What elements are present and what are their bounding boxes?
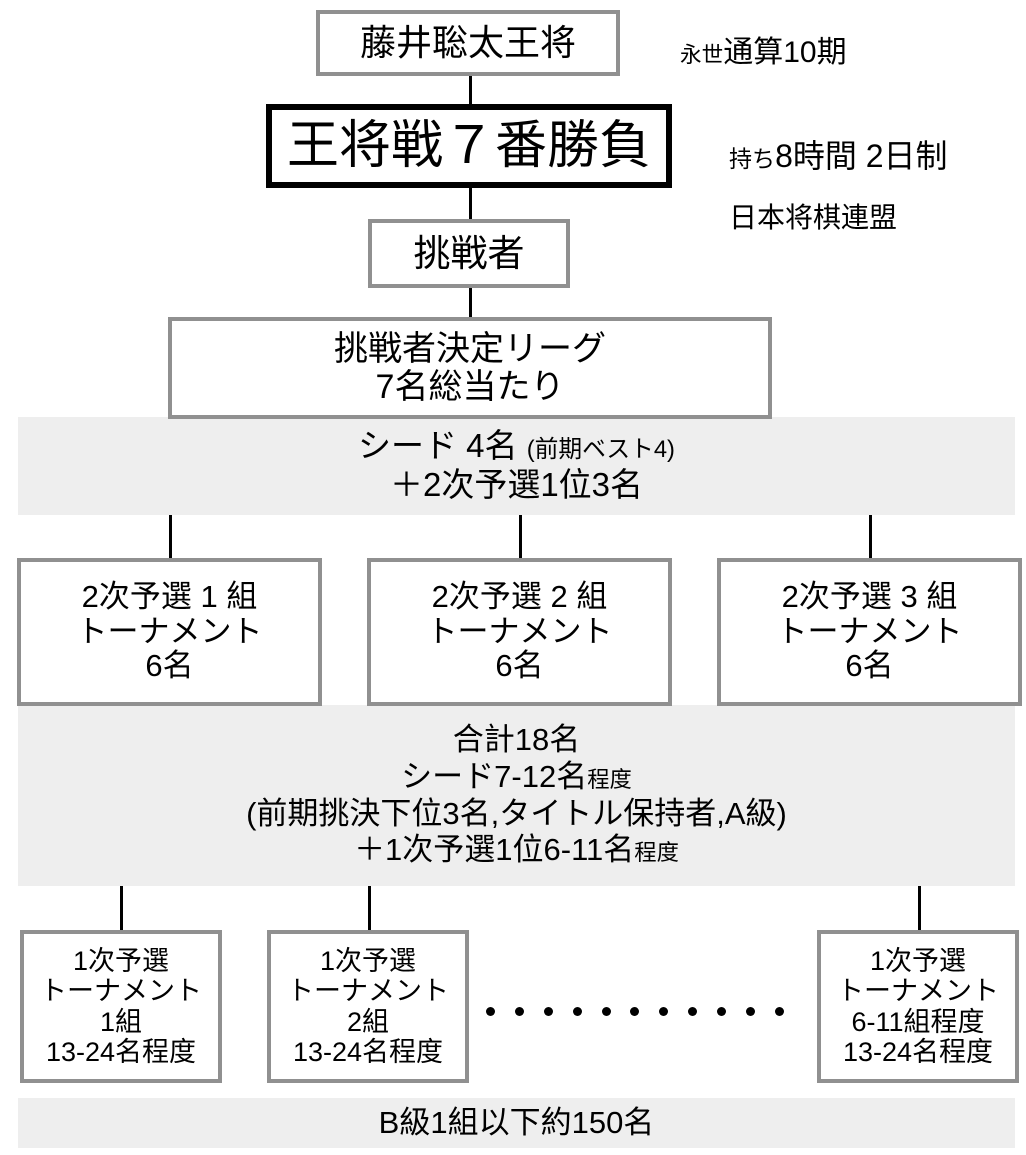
first-prelim-3-line-2: トーナメント [837,976,999,1007]
total-band-line-2-note: 程度 [587,766,632,792]
second-prelim-1-line-1: 2次予選 1 組 [81,578,258,614]
seed-band-line-1: シード 4名 (前期ベスト4) [358,427,675,466]
title-holder-box: 藤井聡太王将 [316,10,620,76]
time-control-prefix: 持ち [729,146,776,172]
league-line-2: 7名総当たり [375,368,565,406]
organizer-note: 日本将棋連盟 [729,196,897,236]
first-prelim-3-line-3: 6-11組程度 [851,1006,985,1037]
connector-total-to-prelim1-1 [120,886,123,931]
league-line-1: 挑戦者決定リーグ [334,329,606,368]
eternal-title-value: 通算10期 [723,36,847,69]
second-prelim-3-line-1: 2次予選 3 組 [781,578,958,614]
bottom-band: B級1組以下約150名 [18,1098,1015,1148]
challenger-label: 挑戦者 [413,232,525,274]
total-band-line-4-main: ＋1次予選1位6-11名 [354,832,635,868]
first-prelim-box-2: 1次予選 トーナメント 2組 13-24名程度 [267,930,469,1083]
seed-band-line-2: ＋2次予選1位3名 [389,466,644,503]
challenger-box: 挑戦者 [368,219,570,288]
ellipsis-dot [514,1006,524,1016]
second-prelim-3-line-3: 6名 [845,648,894,684]
second-prelim-box-3: 2次予選 3 組 トーナメント 6名 [717,558,1022,706]
second-prelim-box-1: 2次予選 1 組 トーナメント 6名 [17,558,322,706]
challenger-league-box: 挑戦者決定リーグ 7名総当たり [168,317,772,419]
ellipsis-dot [630,1006,640,1016]
first-prelim-2-line-1: 1次予選 [319,946,417,977]
first-prelim-2-line-3: 2組 [346,1006,390,1037]
first-prelim-box-1: 1次予選 トーナメント 1組 13-24名程度 [20,930,222,1083]
seed-band: シード 4名 (前期ベスト4) ＋2次予選1位3名 [18,417,1015,515]
ellipsis-dot [688,1006,698,1016]
total-band-line-4: ＋1次予選1位6-11名程度 [354,832,679,869]
ellipsis-dot [486,1006,495,1016]
ellipsis-dot [774,1006,784,1016]
ellipsis-dot [601,1006,611,1016]
ellipsis-dot [572,1006,582,1016]
eternal-title-prefix: 永世 [680,42,724,67]
first-prelim-1-line-2: トーナメント [40,976,202,1007]
total-band-line-2: シード7-12名程度 [401,759,632,796]
total-band-line-2-main: シード7-12名 [401,758,588,794]
first-prelim-2-line-4: 13-24名程度 [292,1036,444,1067]
total-band-line-3: (前期挑決下位3名,タイトル保持者,A級) [246,795,787,831]
second-prelim-3-line-2: トーナメント [776,613,963,649]
first-prelim-1-line-1: 1次予選 [72,946,170,977]
time-control-note: 持ち8時間 2日制 [729,131,948,177]
organizer-label: 日本将棋連盟 [729,202,898,233]
time-control-value: 8時間 2日制 [775,138,948,174]
first-prelim-2-line-2: トーナメント [287,976,449,1007]
total-band-line-1: 合計18名 [452,722,581,758]
connector-total-to-prelim1-3 [918,886,921,931]
second-prelim-2-line-3: 6名 [495,648,544,684]
main-title-box: 王将戦７番勝負 [266,104,672,188]
total-band-line-4-note: 程度 [634,840,679,866]
first-prelim-1-line-4: 13-24名程度 [45,1036,197,1067]
title-holder-label: 藤井聡太王将 [359,21,576,63]
second-prelim-1-line-2: トーナメント [76,613,263,649]
ellipsis-dot [717,1006,727,1016]
ellipsis-dot [746,1006,756,1016]
bottom-band-label: B級1組以下約150名 [378,1104,655,1140]
first-prelim-3-line-4: 13-24名程度 [842,1036,994,1067]
second-prelim-box-2: 2次予選 2 組 トーナメント 6名 [367,558,672,706]
connector-holder-to-main [469,74,472,106]
connector-seed-to-prelim2-1 [169,515,172,560]
main-title-label: 王将戦７番勝負 [286,116,651,175]
ellipsis-dot [543,1006,553,1016]
connector-challenger-to-league [469,286,472,319]
ellipsis-dot [659,1006,669,1016]
seed-band-line-1-main: シード 4名 [358,427,527,465]
second-prelim-2-line-2: トーナメント [426,613,613,649]
total-band: 合計18名 シード7-12名程度 (前期挑決下位3名,タイトル保持者,A級) ＋… [18,705,1015,886]
first-prelim-3-line-1: 1次予選 [869,946,967,977]
first-prelim-box-3: 1次予選 トーナメント 6-11組程度 13-24名程度 [817,930,1019,1083]
second-prelim-2-line-1: 2次予選 2 組 [431,578,608,614]
connector-seed-to-prelim2-2 [519,515,522,560]
connector-seed-to-prelim2-3 [869,515,872,560]
connector-total-to-prelim1-2 [368,886,371,931]
connector-main-to-challenger [469,186,472,221]
seed-band-line-1-note: (前期ベスト4) [526,436,675,464]
eternal-title-note: 永世通算10期 [680,27,847,71]
ellipsis-dots [486,1005,784,1017]
second-prelim-1-line-3: 6名 [145,648,194,684]
first-prelim-1-line-3: 1組 [99,1006,143,1037]
